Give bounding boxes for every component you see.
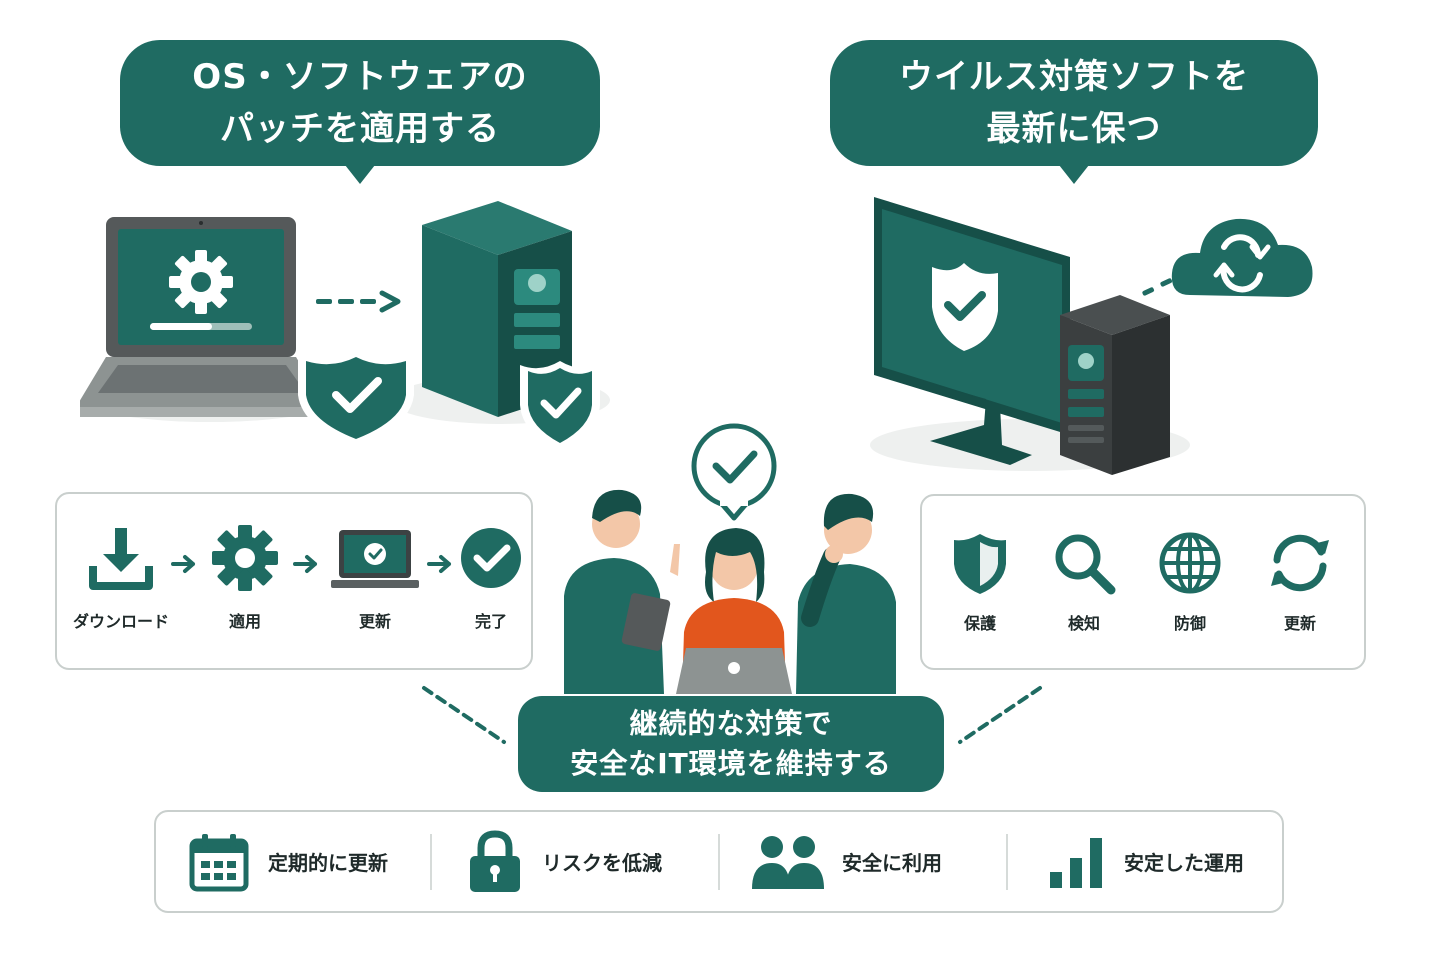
patch-steps-panel: ダウンロード 適用 更新 (55, 492, 533, 670)
benefits-bar: 定期的に更新 リスクを低減 安全に利用 安定した運用 (154, 810, 1284, 913)
download-icon (89, 528, 153, 590)
feature-label: 更新 (1283, 614, 1316, 633)
benefit-label: 安全に利用 (842, 851, 942, 875)
person-center-icon (676, 528, 792, 694)
laptop-check-icon (331, 530, 419, 588)
step-label: 適用 (228, 612, 261, 631)
magnifier-icon (1055, 534, 1116, 595)
benefit-label: 定期的に更新 (268, 851, 388, 875)
step-download: ダウンロード (71, 522, 171, 632)
calendar-icon (189, 833, 249, 891)
dashed-connector-left-icon (422, 686, 506, 744)
arrow-right-icon (427, 555, 451, 573)
shield-check-icon (298, 351, 414, 447)
refresh-icon (1271, 534, 1329, 592)
laptop-icon (80, 217, 326, 417)
feature-label: 防御 (1173, 614, 1206, 633)
gear-icon (212, 525, 278, 591)
step-apply: 適用 (195, 522, 295, 632)
patch-bubble: OS・ソフトウェアの パッチを適用する (120, 40, 600, 184)
team-illustration (564, 423, 896, 694)
check-circle-icon (461, 528, 521, 588)
arrow-right-icon (171, 555, 195, 573)
antivirus-features-panel: 保護 検知 防御 更新 (920, 494, 1366, 670)
benefit-regular-update: 定期的に更新 (188, 812, 388, 911)
center-banner-line2: 安全なIT環境を維持する (570, 747, 892, 780)
feature-detect: 検知 (1034, 530, 1134, 634)
antivirus-bubble-line1: ウイルス対策ソフトを (899, 57, 1249, 97)
feature-protect: 保護 (930, 530, 1030, 634)
check-bubble-icon (691, 423, 777, 521)
arrow-right-icon (293, 555, 317, 573)
step-complete: 完了 (441, 522, 541, 632)
center-banner: 継続的な対策で 安全なIT環境を維持する (518, 696, 944, 792)
feature-defend: 防御 (1140, 530, 1240, 634)
padlock-icon (470, 829, 520, 892)
divider (430, 834, 432, 890)
step-label: 完了 (474, 612, 507, 631)
tower-icon (1060, 295, 1170, 475)
monitor-icon (874, 197, 1070, 465)
benefit-stable-operation: 安定した運用 (1048, 812, 1244, 911)
benefit-safe-use: 安全に利用 (752, 812, 942, 911)
benefit-reduce-risk: リスクを低減 (466, 812, 662, 911)
shield-icon (954, 534, 1006, 594)
antivirus-bubble-line2: 最新に保つ (986, 109, 1162, 149)
dashed-arrow-icon (316, 290, 401, 313)
antivirus-illustration (870, 197, 1313, 475)
person-right-icon (796, 493, 896, 694)
center-banner-line1: 継続的な対策で (629, 707, 833, 740)
patch-bubble-line2: パッチを適用する (220, 109, 500, 149)
patch-bubble-line1: OS・ソフトウェアの (192, 57, 528, 97)
globe-icon (1159, 532, 1221, 594)
person-left-icon (564, 489, 680, 694)
feature-label: 保護 (963, 614, 996, 633)
antivirus-bubble: ウイルス対策ソフトを 最新に保つ (830, 40, 1318, 184)
benefit-label: リスクを低減 (542, 851, 662, 875)
bar-chart-icon (1050, 837, 1102, 888)
divider (718, 834, 720, 890)
divider (1006, 834, 1008, 890)
dashed-connector-right-icon (958, 686, 1042, 744)
feature-update: 更新 (1250, 530, 1350, 634)
dotted-connector-icon (1142, 278, 1173, 296)
laptop-server-illustration (80, 201, 610, 451)
shield-check-icon (520, 361, 600, 451)
users-icon (752, 835, 824, 889)
step-update: 更新 (325, 522, 425, 632)
feature-label: 検知 (1067, 614, 1100, 633)
step-label: ダウンロード (72, 612, 169, 631)
step-label: 更新 (358, 612, 391, 631)
benefit-label: 安定した運用 (1124, 851, 1244, 875)
cloud-sync-icon (1171, 218, 1313, 297)
